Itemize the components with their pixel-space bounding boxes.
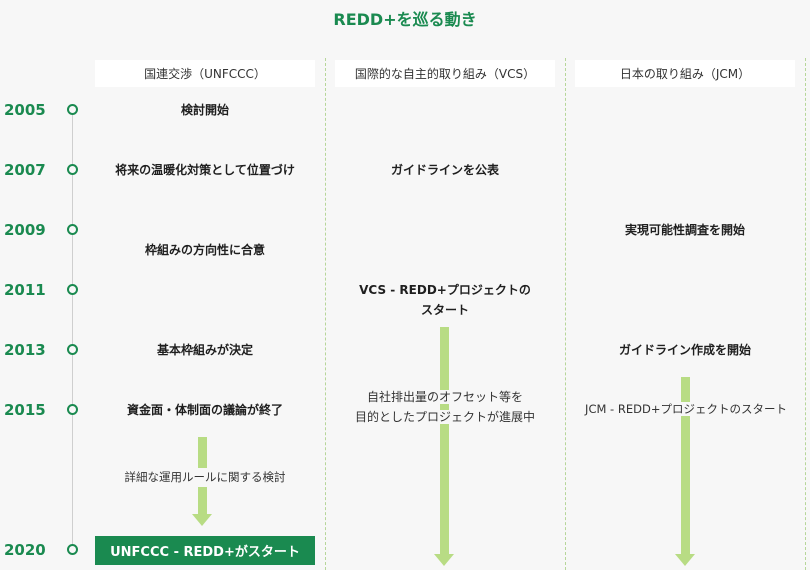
jcm-event-2013: ガイドライン作成を開始 xyxy=(618,343,751,357)
column-header-unfccc: 国連交渉（UNFCCC） xyxy=(95,60,315,87)
timeline-marker xyxy=(67,284,78,295)
progress-arrow-shaft xyxy=(440,327,449,554)
year-label-2015: 2015 xyxy=(4,401,46,419)
jcm-event-2009: 実現可能性調査を開始 xyxy=(624,223,745,237)
timeline-marker xyxy=(67,224,78,235)
progress-arrow-shaft xyxy=(681,377,690,554)
year-label-2020: 2020 xyxy=(4,541,46,559)
vcs-event-2011-line2: スタート xyxy=(420,303,469,317)
vcs-event-2007: ガイドラインを公表 xyxy=(390,163,499,177)
unfccc-event-2009: 枠組みの方向性に合意 xyxy=(144,243,265,257)
column-divider xyxy=(565,58,566,570)
column-header-vcs: 国際的な自主的取り組み（VCS） xyxy=(335,60,555,87)
unfccc-event-2007: 将来の温暖化対策として位置づけ xyxy=(115,163,295,177)
year-label-2011: 2011 xyxy=(4,281,46,299)
diagram-title: REDD+を巡る動き xyxy=(333,10,477,29)
vcs-ongoing-line1: 自社排出量のオフセット等を xyxy=(366,390,523,404)
timeline-marker xyxy=(67,344,78,355)
column-divider xyxy=(805,58,806,570)
arrow-down-icon xyxy=(675,554,695,566)
jcm-event-2015: JCM - REDD+プロジェクトのスタート xyxy=(585,402,787,416)
unfccc-event-2013: 基本枠組みが決定 xyxy=(156,343,253,357)
timeline-marker xyxy=(67,104,78,115)
year-label-2009: 2009 xyxy=(4,221,46,239)
column-divider xyxy=(325,58,326,570)
unfccc-event-2015: 資金面・体制面の議論が終了 xyxy=(126,403,283,417)
unfccc-event-2005: 検討開始 xyxy=(180,103,229,117)
column-header-jcm: 日本の取り組み（JCM） xyxy=(575,60,795,87)
timeline-marker xyxy=(67,404,78,415)
arrow-down-icon xyxy=(434,554,454,566)
unfccc-start-badge: UNFCCC - REDD+がスタート xyxy=(95,536,315,565)
year-label-2013: 2013 xyxy=(4,341,46,359)
timeline-axis xyxy=(72,110,73,550)
year-label-2007: 2007 xyxy=(4,161,46,179)
unfccc-detail-note: 詳細な運用ルールに関する検討 xyxy=(95,468,315,487)
vcs-event-2011-line1: VCS - REDD+プロジェクトの xyxy=(359,283,531,297)
year-label-2005: 2005 xyxy=(4,101,46,119)
timeline-marker xyxy=(67,164,78,175)
timeline-marker xyxy=(67,544,78,555)
arrow-down-icon xyxy=(192,514,212,526)
vcs-ongoing-line2: 目的としたプロジェクトが進展中 xyxy=(354,410,535,424)
